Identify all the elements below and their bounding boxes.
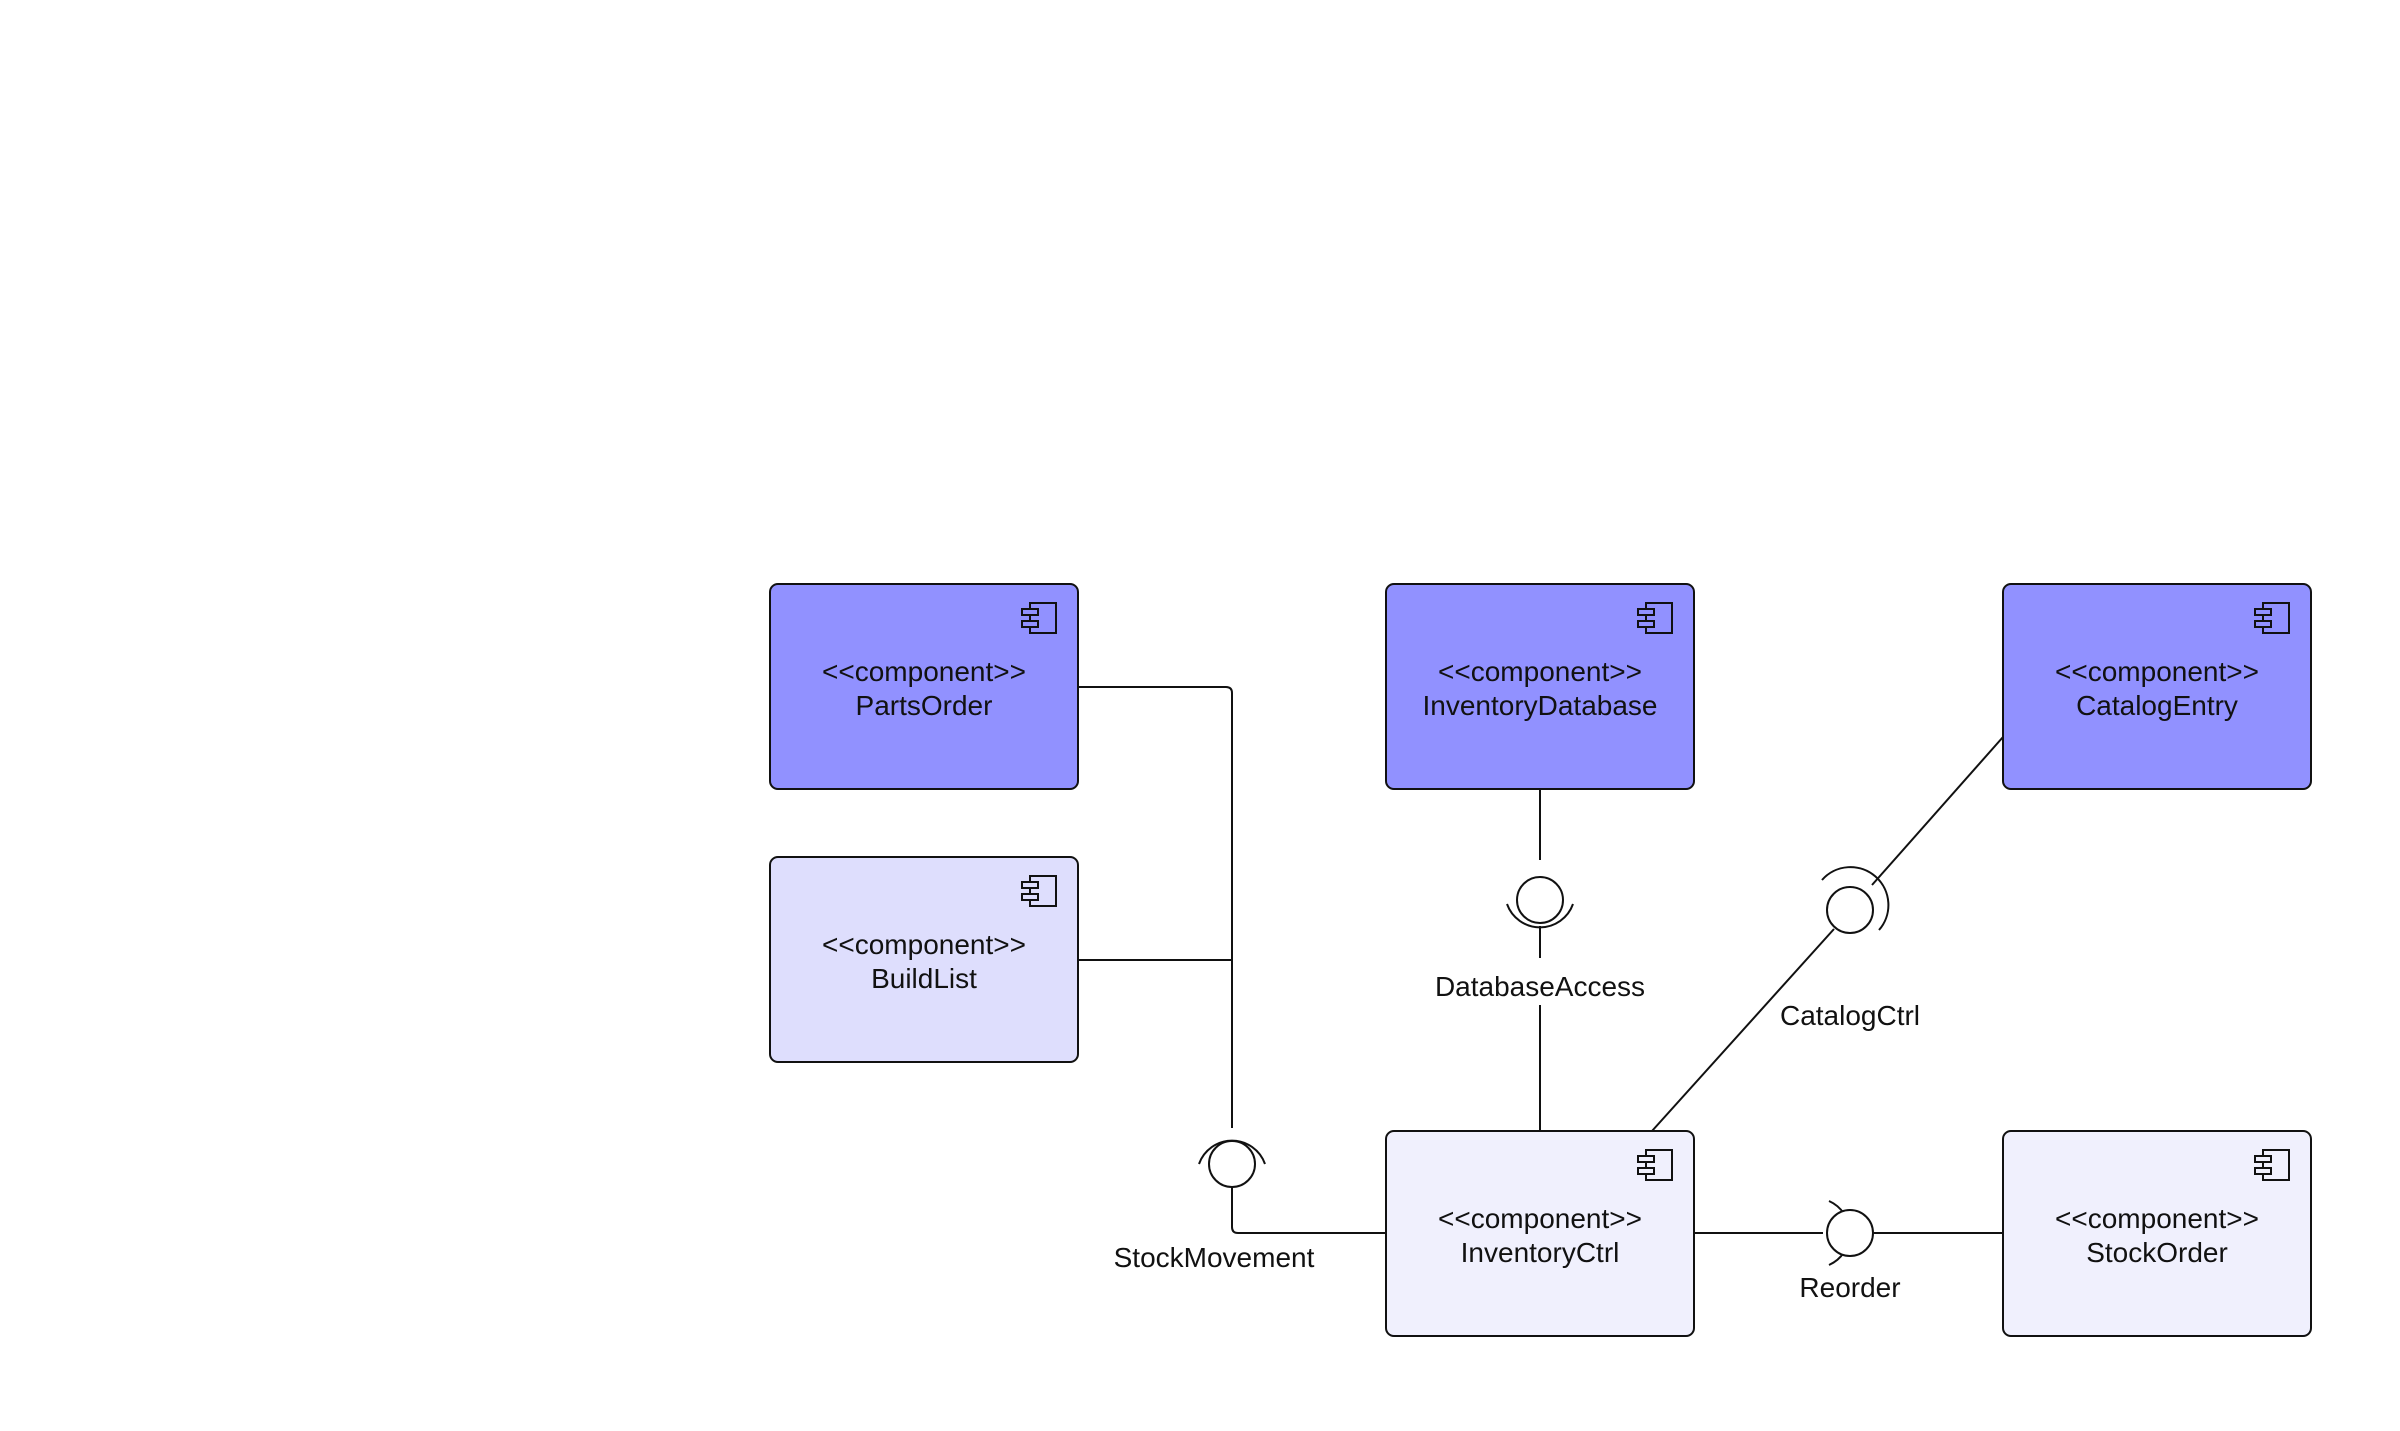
component-box [2002,1130,2312,1337]
component-inventory-database[interactable]: <<component>> InventoryDatabase [1385,583,1695,790]
component-catalog-entry[interactable]: <<component>> CatalogEntry [2002,583,2312,790]
connector-catalogentry-catalogctrl [1871,736,2004,886]
stock-movement-label: StockMovement [1114,1242,1315,1273]
connector-stockmovement-inventoryctrl [1231,1187,1386,1234]
component-name: InventoryCtrl [1461,1237,1620,1268]
component-icon [1021,875,1057,907]
catalog-ctrl-interface[interactable] [1821,866,1890,934]
database-access-socket [1506,903,1574,929]
database-access-label-bg [1420,960,1660,1004]
component-icon [2254,1149,2290,1181]
connectors [1078,686,2004,1234]
component-box [2002,583,2312,790]
stock-movement-interface[interactable] [1198,1139,1266,1188]
component-box [1385,583,1695,790]
catalog-ctrl-ball [1826,886,1874,934]
component-icon [2254,602,2290,634]
component-stereotype: <<component>> [1438,1203,1642,1234]
component-build-list[interactable]: <<component>> BuildList [769,856,1079,1063]
catalog-ctrl-socket [1821,866,1890,931]
component-box [769,583,1079,790]
stock-movement-ball [1208,1140,1256,1188]
reorder-ball [1826,1209,1874,1257]
component-name: InventoryDatabase [1422,690,1657,721]
component-icon [1637,602,1673,634]
component-box [769,856,1079,1063]
component-stereotype: <<component>> [822,929,1026,960]
component-name: PartsOrder [856,690,993,721]
component-name: StockOrder [2086,1237,2228,1268]
connector-partsorder-stockmovement [1078,686,1233,1128]
reorder-interface[interactable] [1826,1200,1874,1266]
component-name: CatalogEntry [2076,690,2238,721]
component-stereotype: <<component>> [2055,1203,2259,1234]
database-access-label: DatabaseAccess [1435,971,1645,1002]
reorder-label: Reorder [1799,1272,1900,1303]
component-stock-order[interactable]: <<component>> StockOrder [2002,1130,2312,1337]
component-inventory-ctrl[interactable]: <<component>> InventoryCtrl [1385,1130,1695,1337]
component-box [1385,1130,1695,1337]
component-stereotype: <<component>> [822,656,1026,687]
component-icon [1021,602,1057,634]
connector-catalogctrl-inventoryctrl [1651,928,1835,1132]
database-access-interface[interactable] [1506,876,1574,929]
catalog-ctrl-label: CatalogCtrl [1780,1000,1920,1031]
component-parts-order[interactable]: <<component>> PartsOrder [769,583,1079,790]
component-name: BuildList [871,963,977,994]
component-stereotype: <<component>> [1438,656,1642,687]
database-access-ball [1516,876,1564,924]
component-stereotype: <<component>> [2055,656,2259,687]
component-icon [1637,1149,1673,1181]
